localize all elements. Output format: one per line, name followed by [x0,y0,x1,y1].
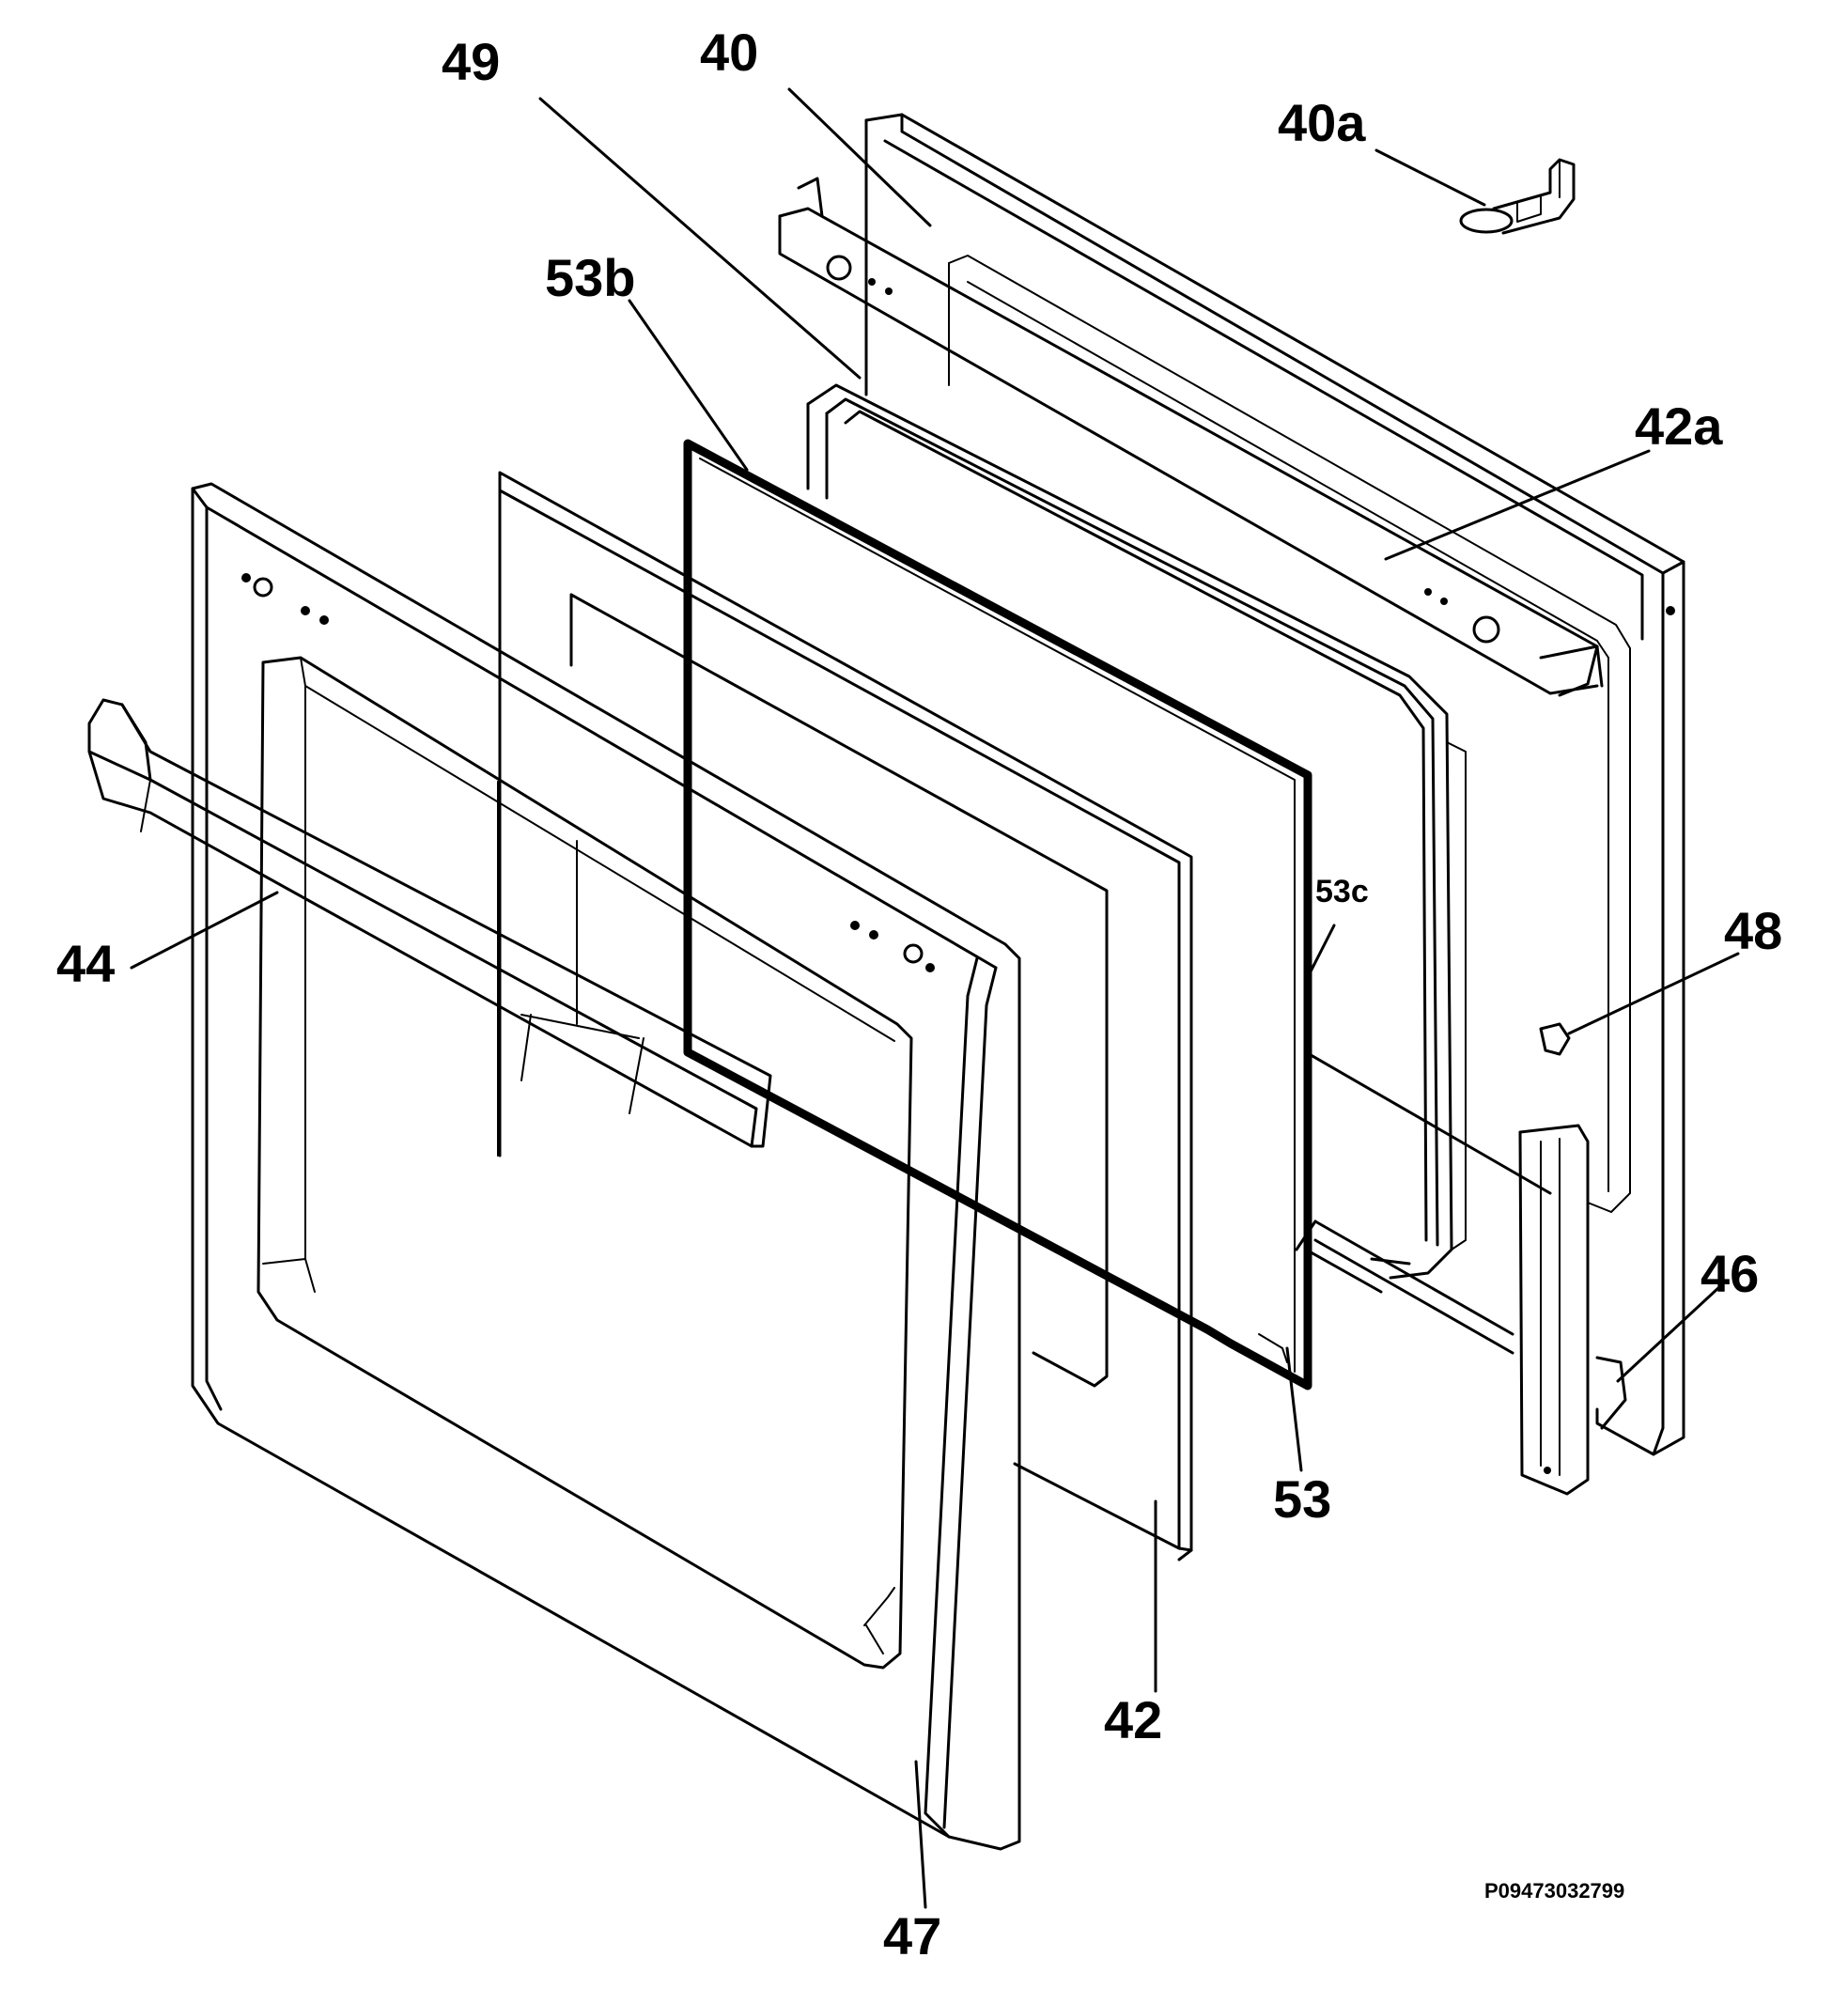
leader-49 [538,97,862,380]
leader-40a [1374,148,1486,207]
hinge-bar-42a [778,177,1675,697]
leader-40 [787,87,932,227]
clip-48 [1539,1022,1571,1056]
reference-code: P09473032799 [1484,1879,1624,1903]
callout-42: 42 [1104,1690,1162,1749]
callout-48: 48 [1724,901,1782,960]
leader-53c [1306,924,1336,979]
outer-door-panel-47 [191,482,1021,1851]
callout-53b: 53b [545,248,636,307]
door-handle-44 [87,698,772,1148]
gasket-53 [683,439,1312,1390]
leader-42a [1384,449,1651,561]
leader-lines [130,87,1740,1909]
callout-47: 47 [883,1906,941,1965]
callout-46: 46 [1700,1244,1759,1303]
callout-40a: 40a [1278,93,1366,152]
callout-53c: 53c [1315,874,1369,909]
hinge-clip-40a [1459,158,1576,235]
callout-44: 44 [56,934,115,993]
leader-48 [1567,952,1740,1035]
leader-47 [914,1760,927,1909]
inner-glass-pack-49 [806,383,1467,1294]
hinge-46 [1518,1124,1627,1496]
glass-panel-42 [498,471,1193,1561]
callout-40: 40 [700,23,758,82]
callout-53: 53 [1273,1469,1331,1529]
callout-42a: 42a [1635,396,1723,456]
callout-49: 49 [442,32,500,91]
callout-labels: 40 40a 49 53b 42a 44 53c 48 46 53 42 47 … [56,23,1782,1965]
leader-46 [1616,1285,1721,1383]
rear-door-frame [778,113,1685,1496]
leader-44 [130,891,279,970]
leader-53b [628,299,749,472]
leader-53 [1285,1346,1303,1472]
